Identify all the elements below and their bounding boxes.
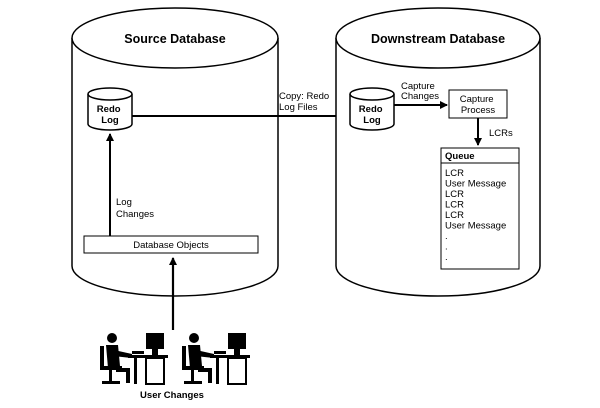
- user-changes-label: User Changes: [140, 390, 204, 401]
- queue-box: [440, 147, 520, 270]
- users-group: [100, 333, 250, 385]
- log-changes-label: Log Changes: [116, 197, 154, 220]
- queue-item: .: [445, 252, 448, 263]
- queue-item: User Message: [445, 179, 506, 190]
- user-at-computer-icon: [100, 333, 168, 385]
- capture-process-label: Capture Process: [460, 94, 496, 116]
- source-redo-log-icon: [87, 87, 133, 131]
- database-objects-box: [83, 235, 259, 254]
- downstream-redo-log-label: Redo Log: [359, 104, 385, 126]
- queue-item: .: [445, 242, 448, 253]
- database-objects-label: Database Objects: [133, 240, 209, 251]
- queue-item: LCR: [445, 200, 464, 211]
- source-redo-log-label: Redo Log: [97, 104, 123, 126]
- queue-item: User Message: [445, 221, 506, 232]
- downstream-database-title: Downstream Database: [371, 32, 505, 46]
- queue-title: Queue: [445, 151, 475, 162]
- capture-changes-label: Capture Changes: [401, 81, 439, 102]
- downstream-redo-log-icon: [349, 87, 395, 131]
- lcrs-label: LCRs: [489, 128, 513, 139]
- source-database-title: Source Database: [124, 32, 225, 46]
- queue-item: LCR: [445, 168, 464, 179]
- copy-redo-log-label: Copy: Redo Log Files: [279, 91, 332, 113]
- user-at-computer-icon: [182, 333, 250, 385]
- queue-item: .: [445, 231, 448, 242]
- queue-item: LCR: [445, 189, 464, 200]
- queue-item: LCR: [445, 210, 464, 221]
